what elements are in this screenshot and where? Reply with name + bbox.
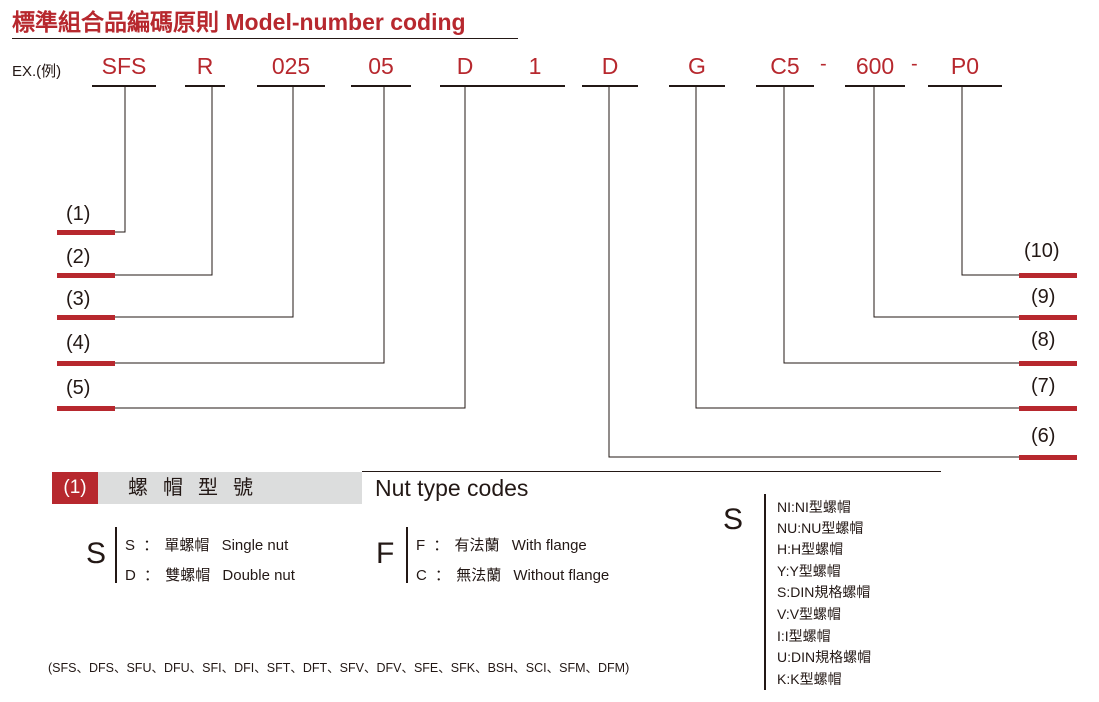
code-segment-5b: 1 (528, 53, 542, 79)
section-header-bar (52, 472, 362, 504)
nut-style-item: V:V型螺帽 (777, 606, 842, 622)
callout-4: (4) (66, 332, 91, 354)
code-segment-2: R (196, 53, 214, 79)
page-title: 標準組合品編碼原則 Model-number coding (12, 9, 466, 35)
series-footnote: (SFS、DFS、SFU、DFU、SFI、DFI、SFT、DFT、SFV、DFV… (48, 661, 630, 675)
marker-6 (1019, 455, 1077, 460)
code-segment-1: SFS (101, 53, 147, 79)
connector-9 (873, 86, 1020, 318)
nut-style-item: U:DIN規格螺帽 (777, 649, 872, 665)
code-segment-6: D (601, 53, 619, 79)
connector-10 (961, 86, 1020, 276)
connector-2 (115, 86, 213, 276)
callout-3: (3) (66, 288, 91, 310)
callout-10: (10) (1024, 240, 1060, 262)
marker-4 (57, 361, 115, 366)
option-with-flange: F ： 有法蘭 With flange (416, 537, 587, 554)
section-title-en: Nut type codes (375, 475, 529, 501)
option-without-flange: C ： 無法蘭 Without flange (416, 567, 610, 584)
section-divider (362, 471, 941, 472)
option-single-nut: S ： 單螺帽 Single nut (125, 537, 289, 554)
connector-6 (608, 86, 1020, 458)
code-segment-7: G (688, 53, 706, 79)
example-label: EX.(例) (12, 63, 62, 80)
connector-4 (115, 86, 385, 364)
callout-8: (8) (1031, 329, 1056, 351)
callout-2: (2) (66, 246, 91, 268)
callout-7: (7) (1031, 375, 1056, 397)
nut-style-item: NI:NI型螺帽 (777, 499, 851, 515)
section-title-zh: 螺帽型號 (128, 477, 268, 499)
connector-3 (115, 86, 294, 318)
code-segment-8: C5 (770, 53, 800, 79)
code-segment-10: P0 (950, 53, 980, 79)
marker-8 (1019, 361, 1077, 366)
callout-6: (6) (1031, 425, 1056, 447)
code-separator-2: - (911, 53, 918, 75)
group-f-letter: F (376, 537, 395, 570)
nut-style-item: Y:Y型螺帽 (777, 563, 841, 579)
nut-style-item: H:H型螺帽 (777, 541, 844, 557)
nut-style-item: S:DIN規格螺帽 (777, 584, 871, 600)
code-segment-4: 05 (368, 53, 394, 79)
connector-1 (115, 86, 126, 233)
marker-5 (57, 406, 115, 411)
section-number: (1) (52, 472, 98, 504)
code-separator-1: - (820, 53, 827, 75)
code-segment-9: 600 (855, 53, 895, 79)
nut-style-item: NU:NU型螺帽 (777, 520, 864, 536)
group-s-letter: S (86, 537, 107, 570)
code-segment-3: 025 (271, 53, 311, 79)
callout-1: (1) (66, 203, 91, 225)
marker-9 (1019, 315, 1077, 320)
connector-7 (695, 86, 1020, 409)
marker-10 (1019, 273, 1077, 278)
connector-8 (783, 86, 1020, 364)
connector-5 (115, 86, 466, 409)
callout-9: (9) (1031, 286, 1056, 308)
group-f-bracket (406, 527, 408, 583)
code-segment-5: D (456, 53, 474, 79)
title-divider (12, 38, 518, 39)
group-s2-bracket (764, 494, 766, 690)
nut-style-item: K:K型螺帽 (777, 671, 842, 687)
marker-7 (1019, 406, 1077, 411)
nut-style-item: I:I型螺帽 (777, 628, 831, 644)
group-s-bracket (115, 527, 117, 583)
marker-1 (57, 230, 115, 235)
marker-2 (57, 273, 115, 278)
marker-3 (57, 315, 115, 320)
callout-5: (5) (66, 377, 91, 399)
option-double-nut: D ： 雙螺帽 Double nut (125, 567, 295, 584)
group-s2-letter: S (723, 503, 744, 536)
